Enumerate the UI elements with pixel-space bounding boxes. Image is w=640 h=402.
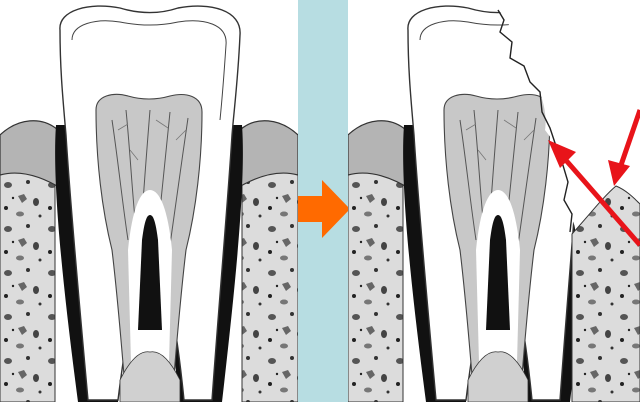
healthy-tooth-panel bbox=[0, 0, 298, 402]
damaged-tooth-panel bbox=[348, 0, 640, 402]
